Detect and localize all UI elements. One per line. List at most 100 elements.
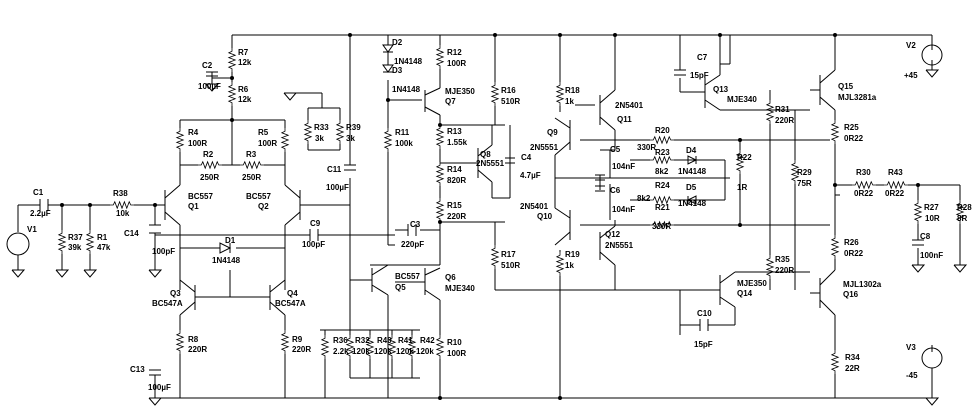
val-R43: 0R22 <box>885 189 905 198</box>
val-R42: 120k <box>416 347 434 356</box>
val-R1: 47k <box>97 243 111 252</box>
ref-D1: D1 <box>225 236 236 245</box>
ref-D5: D5 <box>686 183 697 192</box>
ref-Q2: Q2 <box>258 202 269 211</box>
val-R38: 10k <box>116 209 130 218</box>
val-R26: 0R22 <box>844 249 864 258</box>
ref-Q10: Q10 <box>537 212 553 221</box>
val-Q4: BC547A <box>275 299 306 308</box>
val-Q5: BC557 <box>395 272 420 281</box>
ref-R43: R43 <box>888 168 903 177</box>
ref-R21: R21 <box>655 203 670 212</box>
ref-V2: V2 <box>906 41 916 50</box>
val-C5: 104nF <box>612 162 635 171</box>
val-R34: 22R <box>845 364 860 373</box>
val-R33: 3k <box>315 134 324 143</box>
ref-R2: R2 <box>203 150 214 159</box>
voltage-sources <box>6 44 943 369</box>
ref-C1: C1 <box>33 188 44 197</box>
val-R2: 250R <box>200 173 219 182</box>
ref-R10: R10 <box>447 338 462 347</box>
val-Q16: MJL1302a <box>843 280 882 289</box>
ref-R29: R29 <box>797 168 812 177</box>
val-R37: 39k <box>68 243 82 252</box>
val-C6: 104nF <box>612 205 635 214</box>
val-C3: 220pF <box>401 240 424 249</box>
val-D5: 1N4148 <box>678 199 707 208</box>
val-R22: 1R <box>737 183 747 192</box>
ref-R37: R37 <box>68 233 83 242</box>
diodes <box>219 44 698 254</box>
val-C9: 100pF <box>302 240 325 249</box>
ref-C13: C13 <box>130 365 145 374</box>
ref-R6: R6 <box>238 85 249 94</box>
ref-R41: R41 <box>398 336 413 345</box>
ref-Q16: Q16 <box>843 290 859 299</box>
ref-R22: R22 <box>737 153 752 162</box>
val-R41: 120k <box>396 347 414 356</box>
val-C8: 100nF <box>920 251 943 260</box>
ref-R18: R18 <box>565 86 580 95</box>
ref-R4: R4 <box>188 128 199 137</box>
val-R17: 510R <box>501 261 520 270</box>
val-Q2: BC557 <box>246 192 271 201</box>
ref-Q1: Q1 <box>188 202 199 211</box>
wires <box>17 34 961 399</box>
val-R5: 100R <box>258 139 277 148</box>
val-Q1: BC557 <box>188 192 213 201</box>
val-R19: 1k <box>565 261 574 270</box>
ref-R42: R42 <box>420 336 435 345</box>
val-R18: 1k <box>565 97 574 106</box>
val-R6: 12k <box>238 95 252 104</box>
ref-C6: C6 <box>610 186 621 195</box>
ref-R30: R30 <box>856 168 871 177</box>
ref-R35: R35 <box>775 255 790 264</box>
ref-C2: C2 <box>202 61 213 70</box>
ref-R8: R8 <box>188 335 199 344</box>
ref-Q4: Q4 <box>287 289 298 298</box>
val-R32: 120k <box>352 347 370 356</box>
ref-R19: R19 <box>565 250 580 259</box>
ref-C14: C14 <box>124 229 139 238</box>
ref-Q6: Q6 <box>445 273 456 282</box>
val-R16: 510R <box>501 97 520 106</box>
val-Q8: 2N5551 <box>476 159 505 168</box>
ref-R9: R9 <box>292 335 303 344</box>
val-C4: 4.7µF <box>520 171 541 180</box>
val-Q9: 2N5551 <box>530 143 559 152</box>
val-Q13: MJE340 <box>727 95 757 104</box>
val-R36: 2.2k <box>333 347 349 356</box>
val-R30: 0R22 <box>854 189 874 198</box>
ref-Q11: Q11 <box>617 115 632 124</box>
val-C13: 100µF <box>148 383 171 392</box>
val-Q15: MJL3281a <box>838 93 877 102</box>
ref-R5: R5 <box>258 128 269 137</box>
val-C11: 100µF <box>326 183 349 192</box>
ref-C11: C11 <box>327 165 342 174</box>
ref-Q14: Q14 <box>737 289 753 298</box>
ref-R39: R39 <box>346 123 361 132</box>
val-R21: 330R <box>652 222 671 231</box>
ref-R27: R27 <box>924 203 939 212</box>
val-R13: 1.55k <box>447 138 468 147</box>
ref-R34: R34 <box>845 353 860 362</box>
capacitors <box>39 69 924 376</box>
ref-Q15: Q15 <box>838 82 854 91</box>
ref-R7: R7 <box>238 48 249 57</box>
val-D1: 1N4148 <box>212 256 241 265</box>
ref-D4: D4 <box>686 146 697 155</box>
val-R27: 10R <box>925 214 940 223</box>
ref-C10: C10 <box>697 309 712 318</box>
component-labels: R7 12k R6 12k C2 100µF R4 100R R5 100R R… <box>27 38 972 392</box>
val-R15: 220R <box>447 212 466 221</box>
ref-R32: R32 <box>355 336 370 345</box>
val-R11: 100k <box>395 139 413 148</box>
val-R40: 120k <box>374 347 392 356</box>
val-R39: 3k <box>346 134 355 143</box>
ref-R1: R1 <box>97 233 108 242</box>
val-R10: 100R <box>447 349 466 358</box>
ref-R24: R24 <box>655 181 670 190</box>
val-R31: 220R <box>775 116 794 125</box>
val-Q12: 2N5551 <box>605 241 634 250</box>
